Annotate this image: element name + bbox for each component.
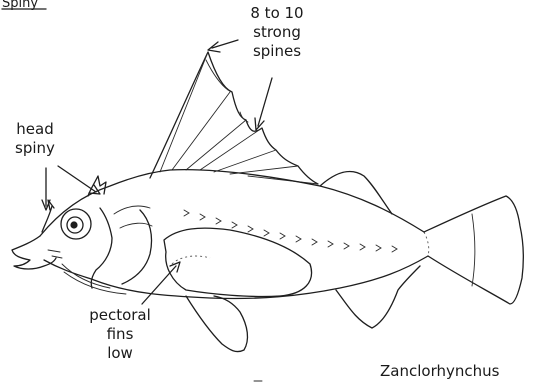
- pectoral-fin: [164, 228, 312, 296]
- arrow-head-to-snout: [42, 168, 50, 210]
- label-head-line1: head: [4, 120, 66, 139]
- label-spines-line2: strong: [232, 23, 322, 42]
- fish-body: [40, 170, 429, 299]
- label-pectoral-fins: pectoral fins low: [76, 306, 164, 363]
- spiny-dorsal-fin: [150, 52, 318, 184]
- caudal-fin: [424, 196, 523, 304]
- label-spines: 8 to 10 strong spines: [232, 4, 322, 61]
- arrow-pectoral-to-fin: [142, 262, 180, 304]
- label-spines-line1: 8 to 10: [232, 4, 322, 23]
- arrow-head-to-crown: [58, 166, 100, 194]
- fish-eye: [61, 209, 91, 239]
- label-pectoral-line2: fins: [76, 325, 164, 344]
- pelvic-fin: [186, 296, 247, 352]
- lateral-line: [184, 210, 397, 252]
- label-head-line2: spiny: [4, 139, 66, 158]
- label-pectoral-line3: low: [76, 344, 164, 363]
- anal-fin: [336, 266, 420, 328]
- genus-caption: Zanclorhynchus: [380, 362, 499, 381]
- label-pectoral-line1: pectoral: [76, 306, 164, 325]
- label-head-spiny: head spiny: [4, 120, 66, 158]
- label-spines-line3: spines: [232, 42, 322, 61]
- arrow-spines-to-mid-spines: [255, 78, 272, 130]
- soft-dorsal-fin: [320, 171, 392, 214]
